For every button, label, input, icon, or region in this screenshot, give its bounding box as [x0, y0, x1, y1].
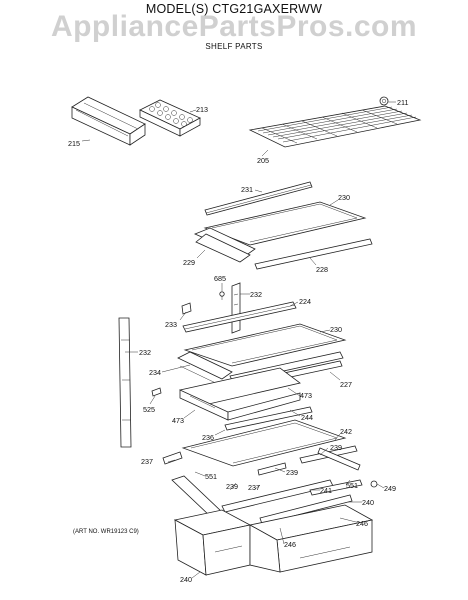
bracket-233: [181, 302, 192, 315]
callout-473a: 473: [300, 391, 312, 400]
ladder-232b: [118, 317, 132, 448]
callout-246a: 246: [284, 540, 296, 549]
clip-211: [379, 96, 389, 106]
art-number: (ART NO. WR19123 C9): [73, 529, 139, 535]
door-bin-215: [71, 96, 146, 146]
callout-231: 231: [241, 185, 253, 194]
pin-525: [151, 387, 162, 397]
callout-234: 234: [149, 368, 161, 377]
callout-242: 242: [340, 427, 352, 436]
callout-211: 211: [397, 98, 408, 107]
glass-shelf-242: [181, 419, 347, 467]
rail-224: [182, 301, 297, 333]
drawer-473: [179, 367, 301, 421]
callout-224: 224: [299, 297, 311, 306]
callout-551b: 551: [346, 481, 358, 490]
egg-tray-213: [139, 99, 201, 137]
callout-551a: 551: [205, 472, 217, 481]
callout-237a: 237: [141, 457, 153, 466]
rail-236: [224, 406, 313, 431]
callout-213: 213: [196, 105, 208, 114]
ladder-232a: [231, 282, 241, 334]
section-title: SHELF PARTS: [205, 42, 263, 51]
rail-231: [204, 181, 313, 216]
callout-241: 241: [320, 486, 332, 495]
callout-236: 236: [202, 433, 214, 442]
callout-239b: 239: [286, 468, 298, 477]
callout-237b: 237: [248, 483, 260, 492]
callout-525: 525: [143, 405, 155, 414]
callout-229: 229: [183, 258, 195, 267]
shelf-frame-229: [193, 227, 256, 263]
bracket-239: [257, 445, 361, 476]
callout-239a: 239: [226, 482, 238, 491]
callout-230b: 230: [330, 325, 342, 334]
clip-249: [370, 480, 378, 488]
callout-230a: 230: [338, 193, 350, 202]
callout-215: 215: [68, 139, 80, 148]
crisper-240: [173, 504, 374, 576]
callout-685: 685: [214, 274, 226, 283]
callout-232b: 232: [139, 348, 151, 357]
screw-685: [219, 291, 225, 300]
trim-228: [254, 238, 373, 270]
wire-shelf-205: [248, 105, 422, 148]
glass-shelf-230b: [183, 323, 347, 367]
callout-240b: 240: [180, 575, 192, 584]
callout-244: 244: [301, 413, 313, 422]
model-title: MODEL(S) CTG21GAXERWW: [145, 2, 323, 16]
callout-227: 227: [340, 380, 352, 389]
callout-240a: 240: [362, 498, 374, 507]
callout-233: 233: [165, 320, 177, 329]
callout-labels: 211 213 215 205 231 230 229 228 685 232 …: [68, 98, 408, 584]
callout-246b: 246: [356, 519, 368, 528]
leader-lines: [81, 101, 396, 579]
callout-232a: 232: [250, 290, 262, 299]
callout-239c: 239: [330, 443, 342, 452]
callout-249: 249: [384, 484, 396, 493]
slide-237a: [162, 451, 183, 465]
callout-228: 228: [316, 265, 328, 274]
crisper-cover-frame-241: [171, 475, 363, 525]
callout-205: 205: [257, 156, 269, 165]
callout-473b: 473: [172, 416, 184, 425]
